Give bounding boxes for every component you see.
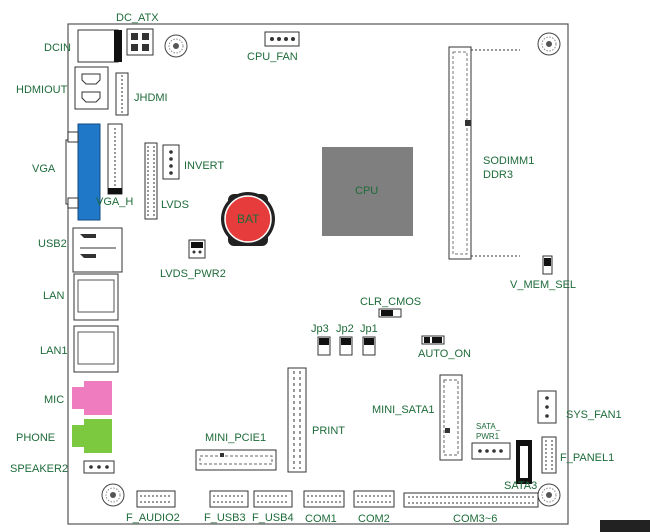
jp2-jumper: [339, 336, 353, 356]
com1-header: [303, 490, 345, 508]
label-speaker2: SPEAKER2: [10, 463, 68, 475]
v-mem-sel-jumper: [542, 255, 553, 275]
lvds-header: [144, 142, 158, 220]
dcin-connector: [77, 29, 122, 63]
mini-pcie1-slot: [195, 449, 277, 471]
label-com3-6: COM3~6: [453, 513, 497, 525]
label-usb2: USB2: [38, 238, 67, 250]
label-ddr3: DDR3: [483, 169, 513, 181]
label-hdmiout: HDMIOUT: [16, 84, 68, 96]
mounting-hole-top-left: [164, 34, 188, 58]
mini-sata1-slot: [439, 374, 463, 461]
lan-port: [73, 273, 119, 321]
label-jp3: Jp3: [311, 323, 329, 335]
label-sodimm1: SODIMM1: [483, 155, 534, 167]
label-f-usb3: F_USB3: [204, 512, 246, 524]
label-lan1: LAN1: [40, 345, 68, 357]
invert-header: [162, 144, 180, 180]
label-mini-sata1: MINI_SATA1: [372, 404, 435, 416]
label-sys-fan1: SYS_FAN1: [566, 409, 622, 421]
label-com2: COM2: [358, 513, 390, 525]
print-header: [287, 367, 307, 473]
f-usb3-header: [209, 490, 249, 508]
mounting-hole-top-right: [537, 32, 561, 56]
f-audio2-header: [136, 490, 176, 508]
board-outline: [67, 23, 569, 525]
label-mic: MIC: [44, 394, 64, 406]
label-lvds: LVDS: [161, 199, 189, 211]
label-vga: VGA: [32, 163, 56, 175]
label-sata3: SATA3: [504, 480, 537, 492]
label-phone: PHONE: [16, 432, 55, 444]
label-jhdmi: JHDMI: [134, 92, 168, 104]
lan1-port: [73, 325, 119, 373]
label-mini-pcie1: MINI_PCIE1: [205, 432, 266, 444]
label-dcin: DCIN: [44, 42, 71, 54]
phone-jack: [72, 419, 112, 453]
mounting-hole-bottom-left: [101, 483, 125, 507]
speaker2-header: [83, 460, 115, 474]
label-dc-atx: DC_ATX: [116, 12, 159, 24]
usb2-port: [72, 227, 123, 273]
label-vga-h: VGA_H: [96, 196, 133, 208]
label-f-usb4: F_USB4: [252, 512, 294, 524]
label-auto-on: AUTO_ON: [418, 348, 471, 360]
jp1-jumper: [362, 336, 376, 356]
vga-h-header: [107, 123, 123, 195]
hdmi-port: [74, 66, 109, 110]
label-clr-cmos: CLR_CMOS: [360, 296, 421, 308]
label-f-audio2: F_AUDIO2: [126, 512, 180, 524]
label-lvds-pwr2: LVDS_PWR2: [160, 268, 226, 280]
label-lan: LAN: [43, 290, 64, 302]
label-cpu: CPU: [355, 185, 378, 197]
dc-atx-connector: [126, 28, 154, 56]
sys-fan1-header: [537, 390, 557, 424]
auto-on-jumper: [421, 335, 445, 345]
jhdmi-header: [115, 72, 129, 116]
label-invert: INVERT: [184, 160, 224, 172]
label-sata-pwr1-line2: PWR1: [476, 432, 500, 441]
sodimm-slot: [448, 46, 520, 260]
label-f-panel1: F_PANEL1: [560, 452, 614, 464]
com3-6-header: [403, 492, 539, 508]
label-v-mem-sel: V_MEM_SEL: [510, 279, 576, 291]
mic-jack: [72, 381, 112, 415]
label-sata-pwr1-line1: SATA_: [476, 422, 501, 431]
label-cpu-fan: CPU_FAN: [247, 51, 298, 63]
jp3-jumper: [317, 336, 331, 356]
f-usb4-header: [253, 490, 293, 508]
corner-bar: [600, 520, 650, 532]
sata-pwr1-connector: [471, 442, 511, 460]
label-jp2: Jp2: [336, 323, 354, 335]
lvds-pwr2-jumper: [188, 239, 206, 259]
label-jp1: Jp1: [360, 323, 378, 335]
label-bat: BAT: [237, 212, 260, 226]
sata3-connector: [516, 440, 532, 484]
battery: [221, 192, 275, 246]
cpu-fan-header: [264, 31, 300, 47]
label-print: PRINT: [312, 425, 345, 437]
mounting-hole-bottom-right: [537, 483, 561, 507]
clr-cmos-jumper: [378, 308, 402, 318]
f-panel1-header: [541, 436, 557, 474]
vga-port: [65, 123, 101, 221]
cpu-chip: [322, 147, 413, 236]
com2-header: [353, 490, 395, 508]
label-com1: COM1: [305, 513, 337, 525]
